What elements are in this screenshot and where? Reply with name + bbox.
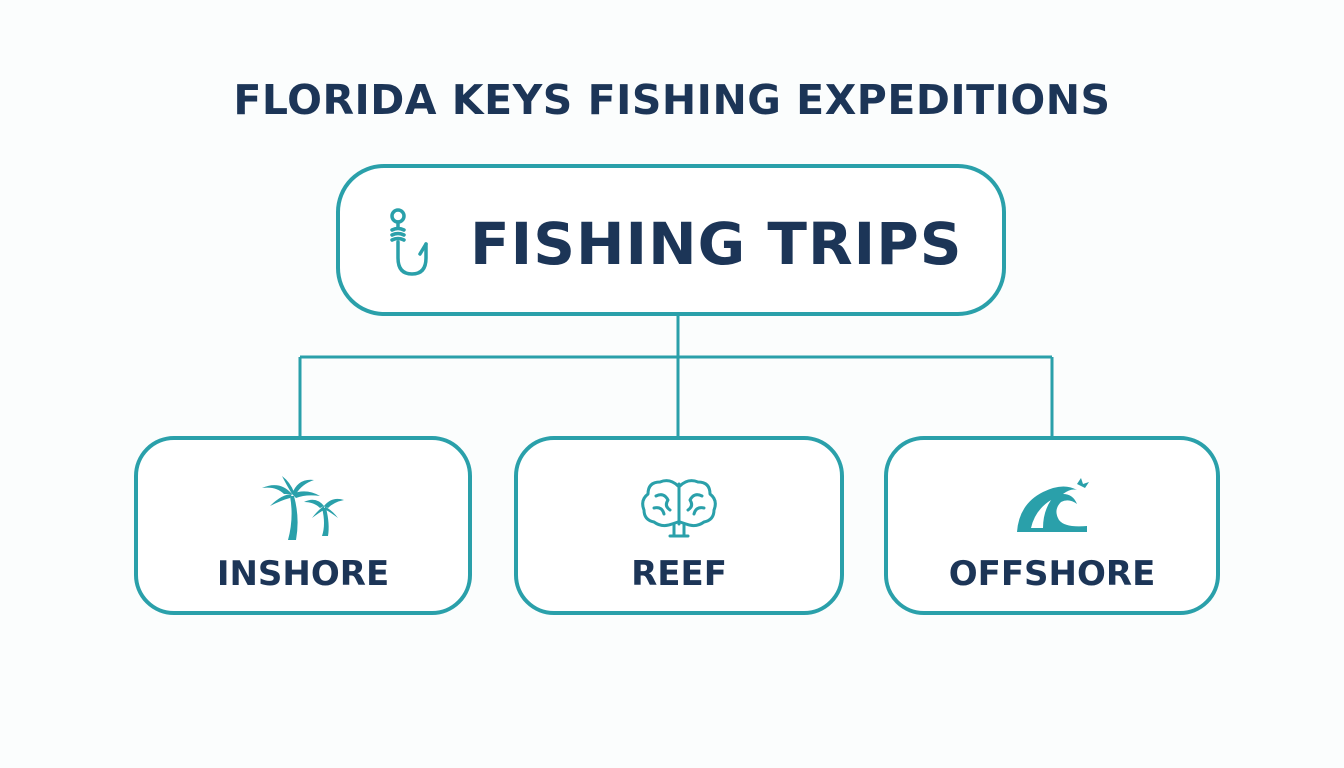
root-node-fishing-trips[interactable]: FISHING TRIPS	[336, 164, 1006, 316]
child-node-label: OFFSHORE	[948, 554, 1156, 594]
page-title: FLORIDA KEYS FISHING EXPEDITIONS	[233, 76, 1111, 124]
fish-hook-icon	[390, 208, 428, 276]
child-node-offshore[interactable]: OFFSHORE	[884, 436, 1220, 615]
coral-icon	[641, 479, 717, 538]
child-node-label: REEF	[631, 554, 727, 594]
root-node-label: FISHING TRIPS	[470, 210, 963, 278]
palm-tree-icon	[262, 476, 344, 540]
child-node-inshore[interactable]: INSHORE	[134, 436, 472, 615]
child-node-label: INSHORE	[216, 554, 390, 594]
child-node-reef[interactable]: REEF	[514, 436, 844, 615]
wave-icon	[1017, 478, 1089, 532]
